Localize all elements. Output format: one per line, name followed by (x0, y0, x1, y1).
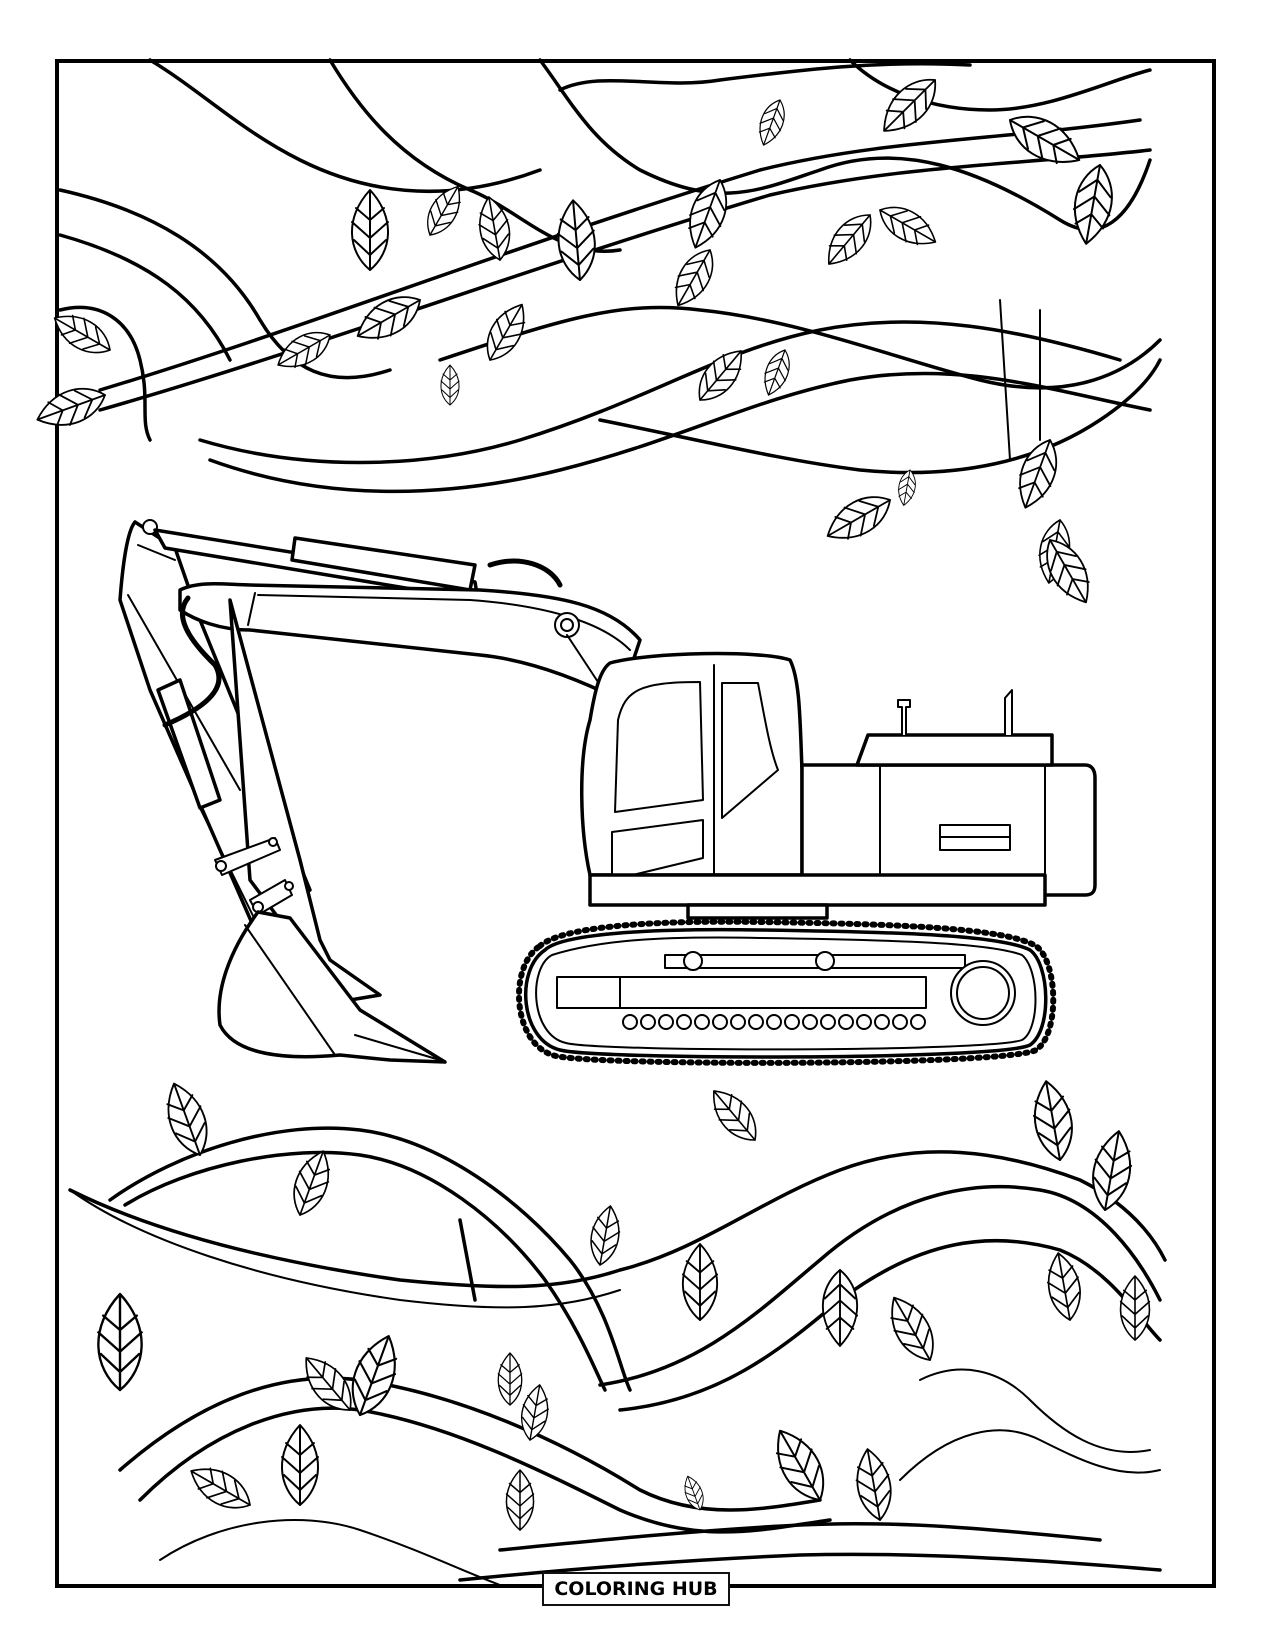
track-rollers (622, 1014, 926, 1030)
bottom-leaves (97, 1076, 1151, 1531)
excavator (118, 519, 1097, 1066)
top-vines (58, 58, 1162, 494)
coloring-hub-logo: COLORING HUB (542, 1572, 730, 1606)
bottom-vines (68, 1126, 1167, 1586)
top-leaves (30, 67, 1119, 612)
